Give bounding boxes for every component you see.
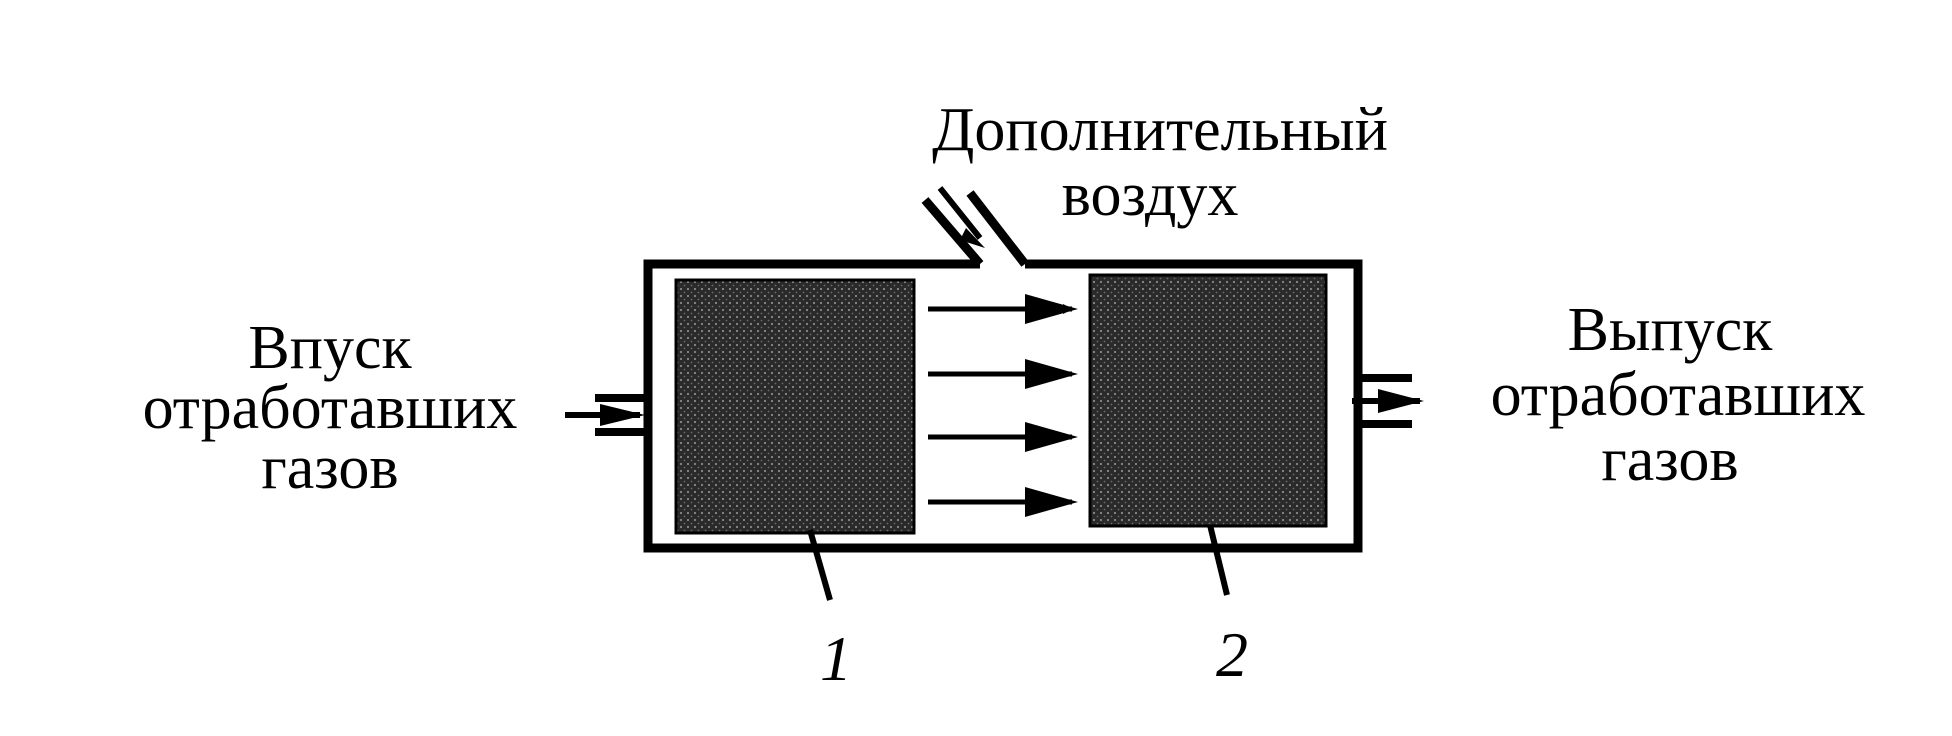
inlet-pipe <box>565 394 648 436</box>
leader-line-2 <box>1207 524 1230 596</box>
block-2-number: 2 <box>1216 619 1248 690</box>
additional-air-label-line1: Дополнительный <box>932 96 1388 164</box>
flow-arrow-4-head <box>1025 487 1078 517</box>
outlet-label-line1: Выпуск <box>1568 296 1774 364</box>
inlet-label-line3: газов <box>261 434 398 502</box>
outlet-label-line3: газов <box>1601 426 1738 494</box>
outlet-pipe <box>1352 374 1424 428</box>
flow-arrow-2-head <box>1025 359 1078 389</box>
inlet-label-line2: отработавших <box>143 374 518 442</box>
leader-line-1 <box>807 529 833 601</box>
catalyst-block-1 <box>674 278 916 535</box>
block-1-number: 1 <box>820 623 852 694</box>
outlet-label-line2: отработавших <box>1491 361 1866 429</box>
flow-arrow-1-head <box>1025 294 1078 324</box>
inlet-label-line1: Впуск <box>248 314 412 382</box>
additional-air-inlet-pipe <box>921 186 1029 267</box>
housing-outline <box>643 259 1363 553</box>
catalyst-block-2 <box>1088 273 1328 528</box>
flow-arrow-3-head <box>1025 422 1078 452</box>
additional-air-label-line2: воздух <box>1062 161 1239 229</box>
